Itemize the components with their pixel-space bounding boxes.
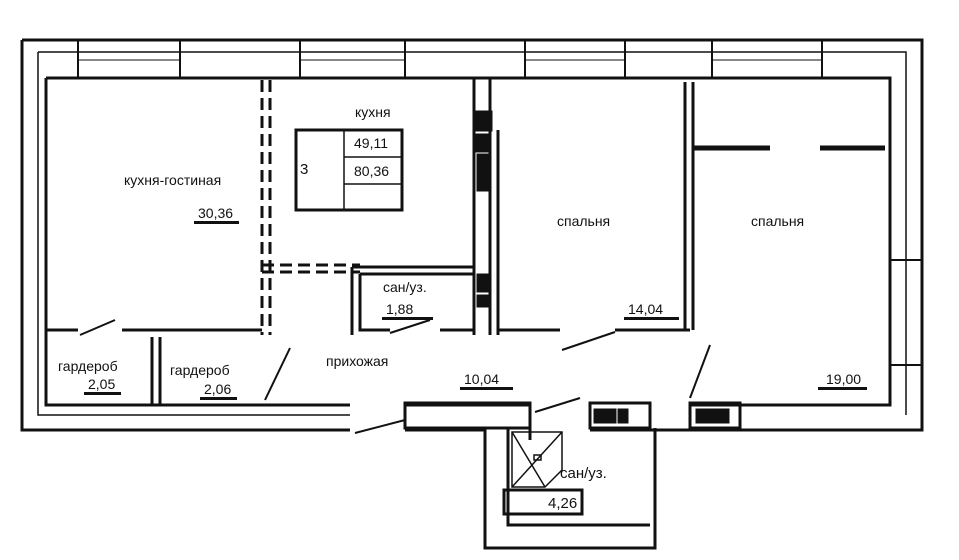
room-name: прихожая [326, 353, 389, 369]
room-area: 1,88 [382, 301, 434, 320]
windows [77, 39, 923, 366]
room-area: 14,04 [624, 301, 680, 320]
room-name: сан/уз. [383, 279, 427, 295]
room-name: гардероб [58, 358, 118, 374]
room-area: 19,00 [818, 371, 868, 390]
room-name: гардероб [170, 362, 230, 378]
bathroom-wall [483, 428, 657, 550]
room-name: сан/уз. [560, 465, 607, 482]
room-name: кухня-гостиная [124, 172, 222, 188]
inner-face [44, 76, 892, 407]
living-area: 49,11 [354, 135, 388, 151]
room-area: 4,26 [548, 495, 578, 512]
rooms-count: 3 [300, 161, 309, 178]
bath-wall [350, 265, 474, 335]
inner-wall-line [37, 51, 907, 416]
info-box [294, 128, 404, 212]
room-name: кухня [355, 104, 391, 120]
room-name: спальня [751, 213, 805, 229]
wall-block [588, 401, 652, 430]
wall-block [688, 401, 742, 430]
closet-wall [46, 328, 262, 405]
room-area: 30,36 [194, 205, 240, 224]
bedroom-wall [498, 82, 695, 332]
room-area: 2,06 [200, 381, 238, 400]
room-name: спальня [557, 213, 611, 229]
room-area: 2,05 [84, 376, 122, 395]
outer-wall [20, 38, 924, 432]
room-area: 10,04 [460, 371, 514, 390]
area-box [502, 488, 584, 516]
wall-block [403, 401, 532, 430]
total-area: 80,36 [354, 163, 390, 179]
dashed-partition [260, 80, 360, 335]
